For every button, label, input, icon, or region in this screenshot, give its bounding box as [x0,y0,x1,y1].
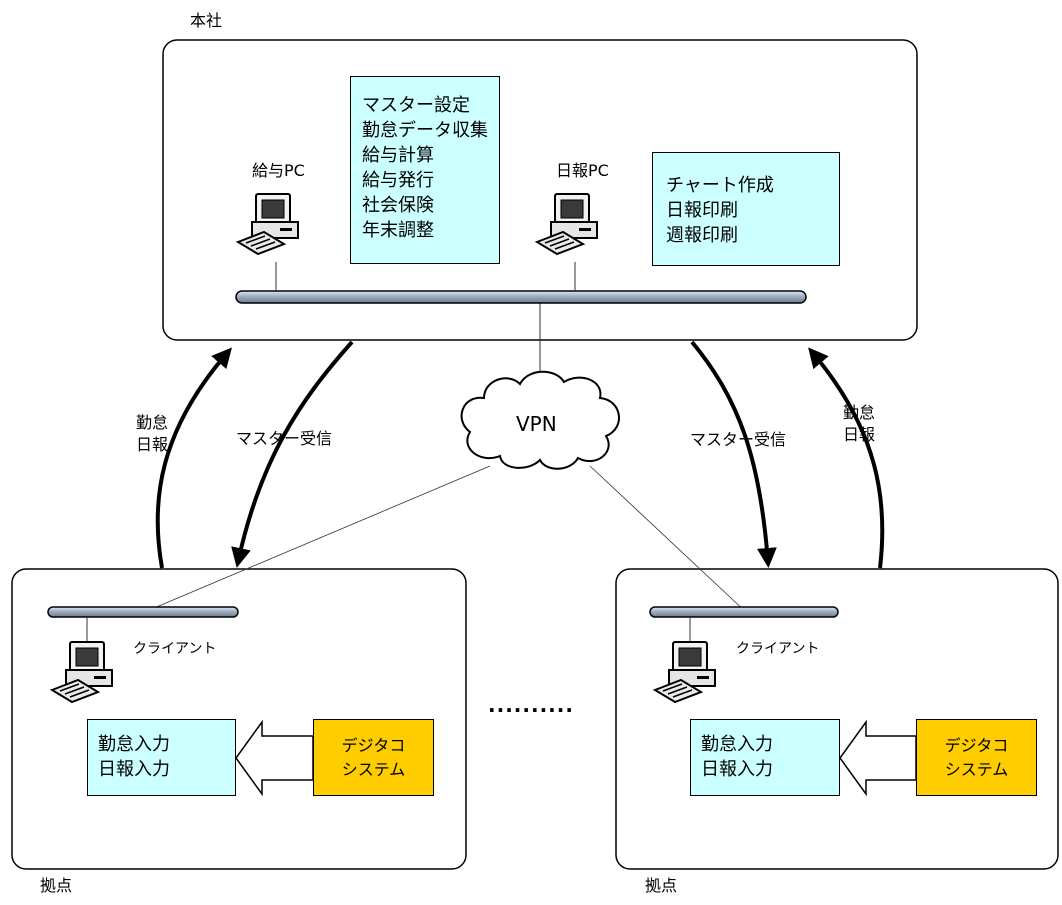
function-item: マスター設定 [362,95,470,116]
digitaco-box-right: デジタコ システム [916,719,1037,796]
function-item: 社会保険 [362,195,434,216]
more-branches-ellipsis: ·········· [488,698,574,722]
digitaco-text-right: デジタコ システム [917,734,1036,782]
vpn-link-left [139,465,491,615]
payroll-function-box: マスター設定 勤怠データ収集 給与計算 給与発行 社会保険 年末調整 [350,76,500,264]
input-list-left: 勤怠入力 日報入力 [98,732,170,782]
daily-pc-label: 日報PC [556,161,609,180]
hq-title: 本社 [190,11,223,30]
function-item: 勤怠データ収集 [362,120,488,141]
branch-title-right: 拠点 [645,876,678,895]
digitaco-line: システム [341,760,406,779]
function-item: 年末調整 [362,220,434,241]
client-label-left: クライアント [133,641,217,657]
download-arrow-left [231,340,354,568]
function-item: 週報印刷 [666,225,738,246]
payroll-pc-label: 給与PC [252,161,305,180]
branch-right-network-bar [649,606,839,618]
input-item: 勤怠入力 [701,734,773,755]
flow-label-line: 日報 [136,435,169,454]
function-item: チャート作成 [666,175,774,196]
daily-function-box: チャート作成 日報印刷 週報印刷 [652,152,840,266]
data-flow-arrow-left [235,719,314,797]
client-label-right: クライアント [736,641,820,657]
branch-title-left: 拠点 [40,876,73,895]
upload-label-right: 勤怠 日報 [843,402,875,446]
download-label-left: マスター受信 [236,429,333,448]
upload-label-left: 勤怠 日報 [136,412,168,456]
input-item: 日報入力 [701,759,773,780]
digitaco-line: デジタコ [341,736,406,755]
daily-function-list: チャート作成 日報印刷 週報印刷 [666,173,774,248]
digitaco-line: デジタコ [944,736,1009,755]
input-item: 勤怠入力 [98,734,170,755]
flow-label-line: 勤怠 [843,403,876,422]
input-item: 日報入力 [98,759,170,780]
digitaco-box-left: デジタコ システム [313,719,434,796]
data-flow-arrow-right [839,719,917,797]
hq-network-bar [235,290,807,304]
download-arrow-right [690,340,777,568]
digitaco-line: システム [944,760,1009,779]
flow-label-line: 勤怠 [136,413,169,432]
input-box-right: 勤怠入力 日報入力 [690,719,840,796]
payroll-function-list: マスター設定 勤怠データ収集 給与計算 給与発行 社会保険 年末調整 [362,93,488,243]
vpn-link-right [589,465,749,615]
vpn-cloud-icon [460,370,620,470]
input-list-right: 勤怠入力 日報入力 [701,732,773,782]
upload-arrow-left [155,347,232,569]
function-item: 日報印刷 [666,200,738,221]
upload-arrow-right [808,347,885,569]
function-item: 給与発行 [362,170,434,191]
branch-left-network-bar [47,606,239,618]
flow-label-line: 日報 [843,425,876,444]
download-label-right: マスター受信 [690,430,787,449]
digitaco-text-left: デジタコ システム [314,734,433,782]
function-item: 給与計算 [362,145,434,166]
input-box-left: 勤怠入力 日報入力 [87,719,236,796]
vpn-label: VPN [516,412,557,436]
